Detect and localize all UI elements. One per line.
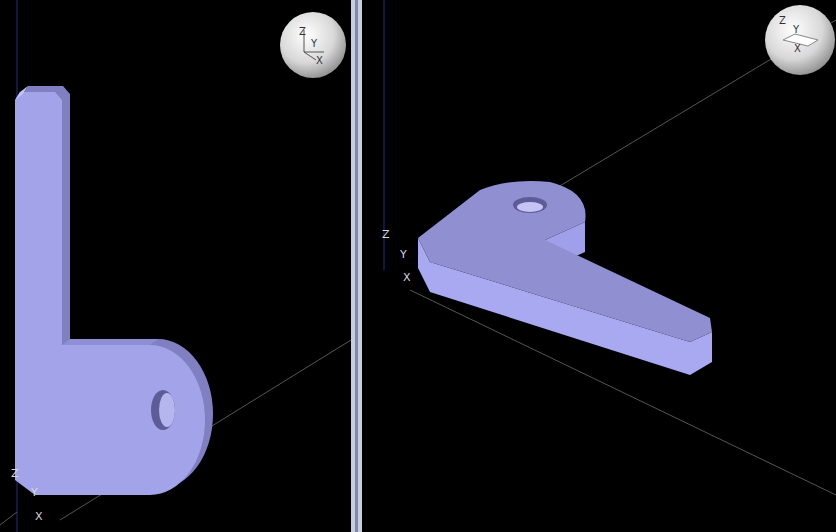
axis-label: Z: [11, 468, 19, 479]
axis-line: [0, 512, 17, 525]
axis-label: Z: [382, 229, 390, 240]
viewport-divider: [355, 0, 358, 532]
gizmo-axis-label: X: [794, 44, 801, 54]
bracket-part-right: [418, 181, 712, 375]
bracket-part-left: [15, 86, 213, 495]
axis-label: Y: [31, 487, 38, 498]
axis-label: X: [35, 511, 43, 522]
gizmo-axis-label: Y: [311, 39, 317, 49]
viewport-divider: [351, 0, 362, 532]
gizmo-axis-label: X: [316, 56, 323, 66]
viewport-left: [0, 0, 351, 532]
view-gizmo: [765, 5, 835, 75]
view-gizmo: [280, 12, 346, 78]
gizmo-axis-label: Y: [793, 25, 799, 35]
gizmo-axis-label: Z: [779, 16, 786, 26]
axis-label: X: [403, 272, 411, 283]
axis-label: Y: [400, 249, 407, 260]
gizmo-axis-label: Z: [299, 27, 306, 37]
